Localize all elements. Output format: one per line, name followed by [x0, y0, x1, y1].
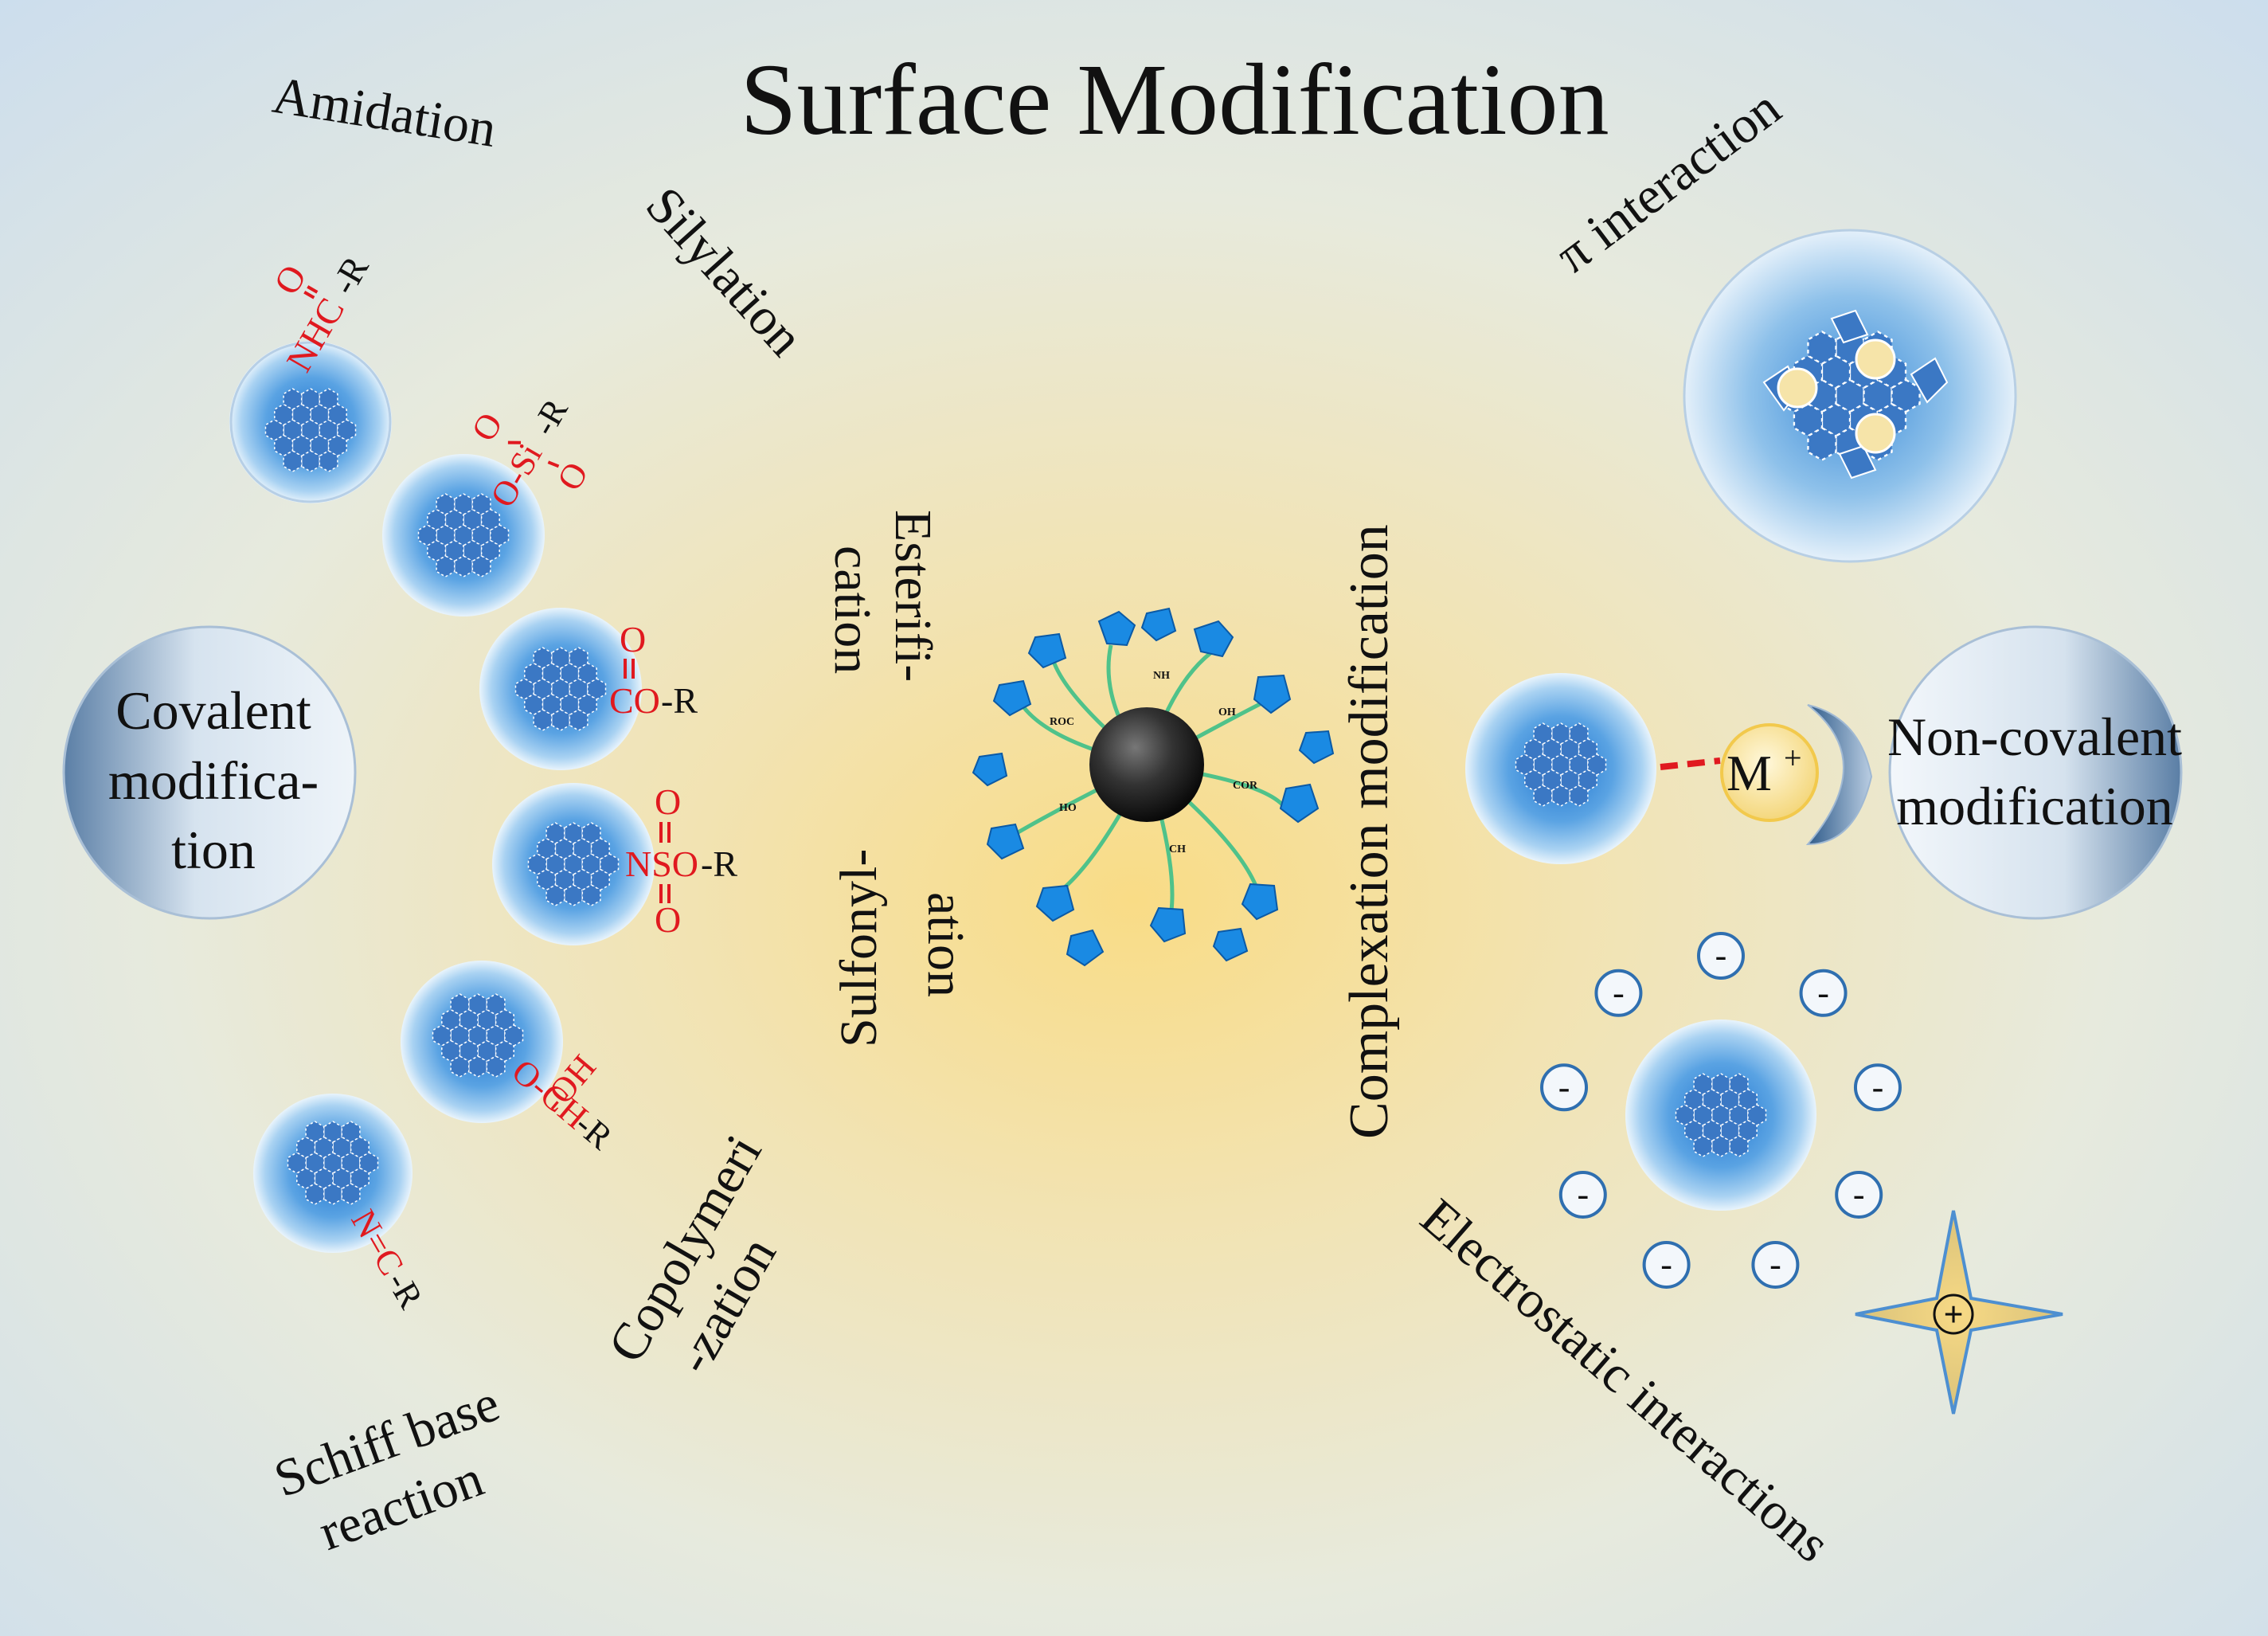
- negative-charge-symbol: -: [1853, 1175, 1865, 1214]
- page-title: Surface Modification: [740, 43, 1609, 156]
- positive-charge-symbol: +: [1943, 1295, 1963, 1334]
- negative-charge-symbol: -: [1558, 1067, 1570, 1106]
- sulfonyl-particle: NSO -R O O: [492, 781, 737, 945]
- positive-charge-star: +: [1855, 1210, 2063, 1415]
- covalent-label-line3: tion: [171, 820, 256, 880]
- sphere-label-oh: OH: [1218, 706, 1236, 718]
- sulfonyl-oxygen-top: O: [655, 781, 681, 822]
- sulfonylation-label: Sulfonyl- ation: [830, 849, 975, 1047]
- complexation-group: M +: [1465, 673, 1873, 864]
- negative-charge-ring: [1642, 1240, 1691, 1289]
- sulfonyl-r: -R: [701, 843, 737, 884]
- sphere-label-roc: ROC: [1050, 716, 1074, 728]
- sphere-label-ch: CH: [1169, 843, 1186, 855]
- non-covalent-label-line2: modification: [1896, 776, 2172, 836]
- covalent-modification-node: Covalent modifica- tion: [62, 625, 357, 920]
- ester-particle: CO -R O: [479, 608, 698, 770]
- covalent-label-line2: modifica-: [108, 750, 319, 811]
- ester-group: CO: [609, 680, 660, 721]
- pi-center-1: [1777, 367, 1818, 409]
- sulfonylation-line1: Sulfonyl-: [830, 849, 888, 1047]
- complexation-label: Complexation modification: [1339, 524, 1400, 1139]
- functionalized-nanoparticle: ROC NH OH HO COR CH: [972, 607, 1335, 967]
- pi-interaction-particle: [1683, 229, 2017, 563]
- negative-charges: - - - - - - - - -: [1540, 932, 1902, 1289]
- esterification-label: Esterifi- cation: [823, 510, 942, 682]
- negative-charge-symbol: -: [1613, 973, 1625, 1012]
- negative-charge-ring: [1558, 1171, 1607, 1219]
- sphere-label-cor: COR: [1233, 780, 1258, 792]
- non-covalent-modification-node: Non-covalent modification: [1887, 625, 2183, 920]
- sphere-label-ho: HO: [1059, 802, 1077, 814]
- negative-charge-ring: [1751, 1240, 1800, 1289]
- ligand-crescent: [1805, 704, 1873, 846]
- metal-ion-symbol: M: [1726, 745, 1772, 801]
- negative-charge-ring: [1799, 969, 1848, 1017]
- negative-charge-symbol: -: [1715, 936, 1727, 975]
- negative-charge-symbol: -: [1872, 1067, 1884, 1106]
- negative-charge-symbol: -: [1577, 1175, 1589, 1214]
- negative-charge-symbol: -: [1769, 1245, 1781, 1284]
- negative-charge-ring: [1594, 969, 1643, 1017]
- non-covalent-label-line1: Non-covalent: [1887, 706, 2182, 767]
- negative-charge-ring: [1853, 1063, 1902, 1112]
- negative-charge-symbol: -: [1817, 973, 1829, 1012]
- metal-ion: [1720, 723, 1819, 822]
- negative-charge-ring: [1835, 1171, 1883, 1219]
- negative-charge-symbol: -: [1660, 1245, 1672, 1284]
- ester-oxygen: O: [620, 619, 646, 659]
- negative-charge-ring: [1540, 1063, 1589, 1112]
- negative-charge-ring: [1697, 932, 1745, 980]
- sulfonyl-oxygen-bottom: O: [655, 899, 681, 940]
- pi-center-3: [1855, 413, 1896, 454]
- sulfonyl-group: NSO: [625, 843, 698, 884]
- coordination-bond: [1660, 757, 1721, 770]
- covalent-label-line1: Covalent: [115, 680, 311, 741]
- pi-center-2: [1855, 339, 1896, 380]
- metal-ion-charge: +: [1784, 740, 1802, 776]
- sphere-label-nh: NH: [1153, 670, 1170, 682]
- electrostatic-particle: [1625, 1020, 1816, 1211]
- ester-r: -R: [661, 680, 698, 721]
- esterification-line2: cation: [823, 546, 882, 674]
- esterification-line1: Esterifi-: [884, 510, 942, 682]
- sulfonylation-line2: ation: [917, 892, 975, 997]
